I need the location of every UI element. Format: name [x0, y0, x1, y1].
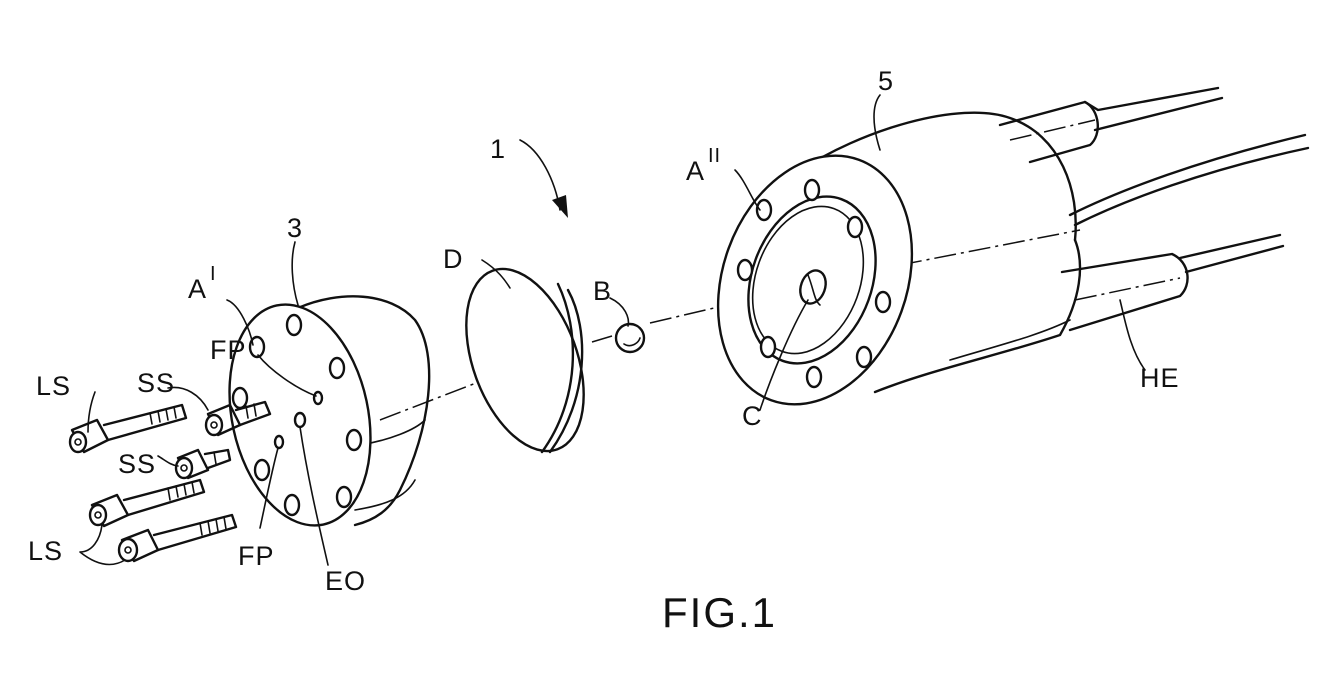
long-screw-bottom — [119, 515, 236, 561]
label-holes-left-mark: I — [210, 263, 217, 285]
label-short-screw-bottom: SS — [118, 449, 156, 479]
long-screw-middle — [90, 480, 204, 526]
figure-caption: FIG.1 — [662, 589, 777, 636]
fill-port-bottom — [275, 436, 283, 448]
label-assembly-1: 1 — [490, 134, 506, 164]
label-block-5: 5 — [878, 66, 894, 96]
label-holes-left: A — [188, 274, 207, 304]
label-holes-right: A — [686, 156, 705, 186]
label-fill-port-top: FP — [210, 335, 247, 365]
leader-lines — [80, 95, 1145, 565]
disk-d — [444, 253, 607, 467]
label-fill-port-bottom: FP — [238, 541, 275, 571]
fill-port-top — [314, 392, 322, 404]
label-short-screw-top: SS — [137, 368, 175, 398]
exit-opening — [295, 413, 305, 427]
label-long-screws-bottom: LS — [28, 536, 63, 566]
label-block-3: 3 — [287, 213, 303, 243]
heater-lower — [1062, 235, 1283, 330]
label-center-c: C — [742, 401, 763, 431]
label-holes-right-mark: II — [708, 145, 721, 167]
label-heater-he: HE — [1140, 363, 1180, 393]
heater-upper — [1000, 88, 1222, 162]
left-block-3 — [210, 291, 429, 538]
label-long-screw-top: LS — [36, 371, 71, 401]
label-disk-d: D — [443, 244, 464, 274]
short-screw-bottom — [176, 450, 230, 478]
right-block-5 — [685, 113, 1080, 432]
label-exit-opening: EO — [325, 566, 366, 596]
label-ball-b: B — [593, 276, 612, 306]
heater-middle-wires — [1070, 135, 1308, 225]
